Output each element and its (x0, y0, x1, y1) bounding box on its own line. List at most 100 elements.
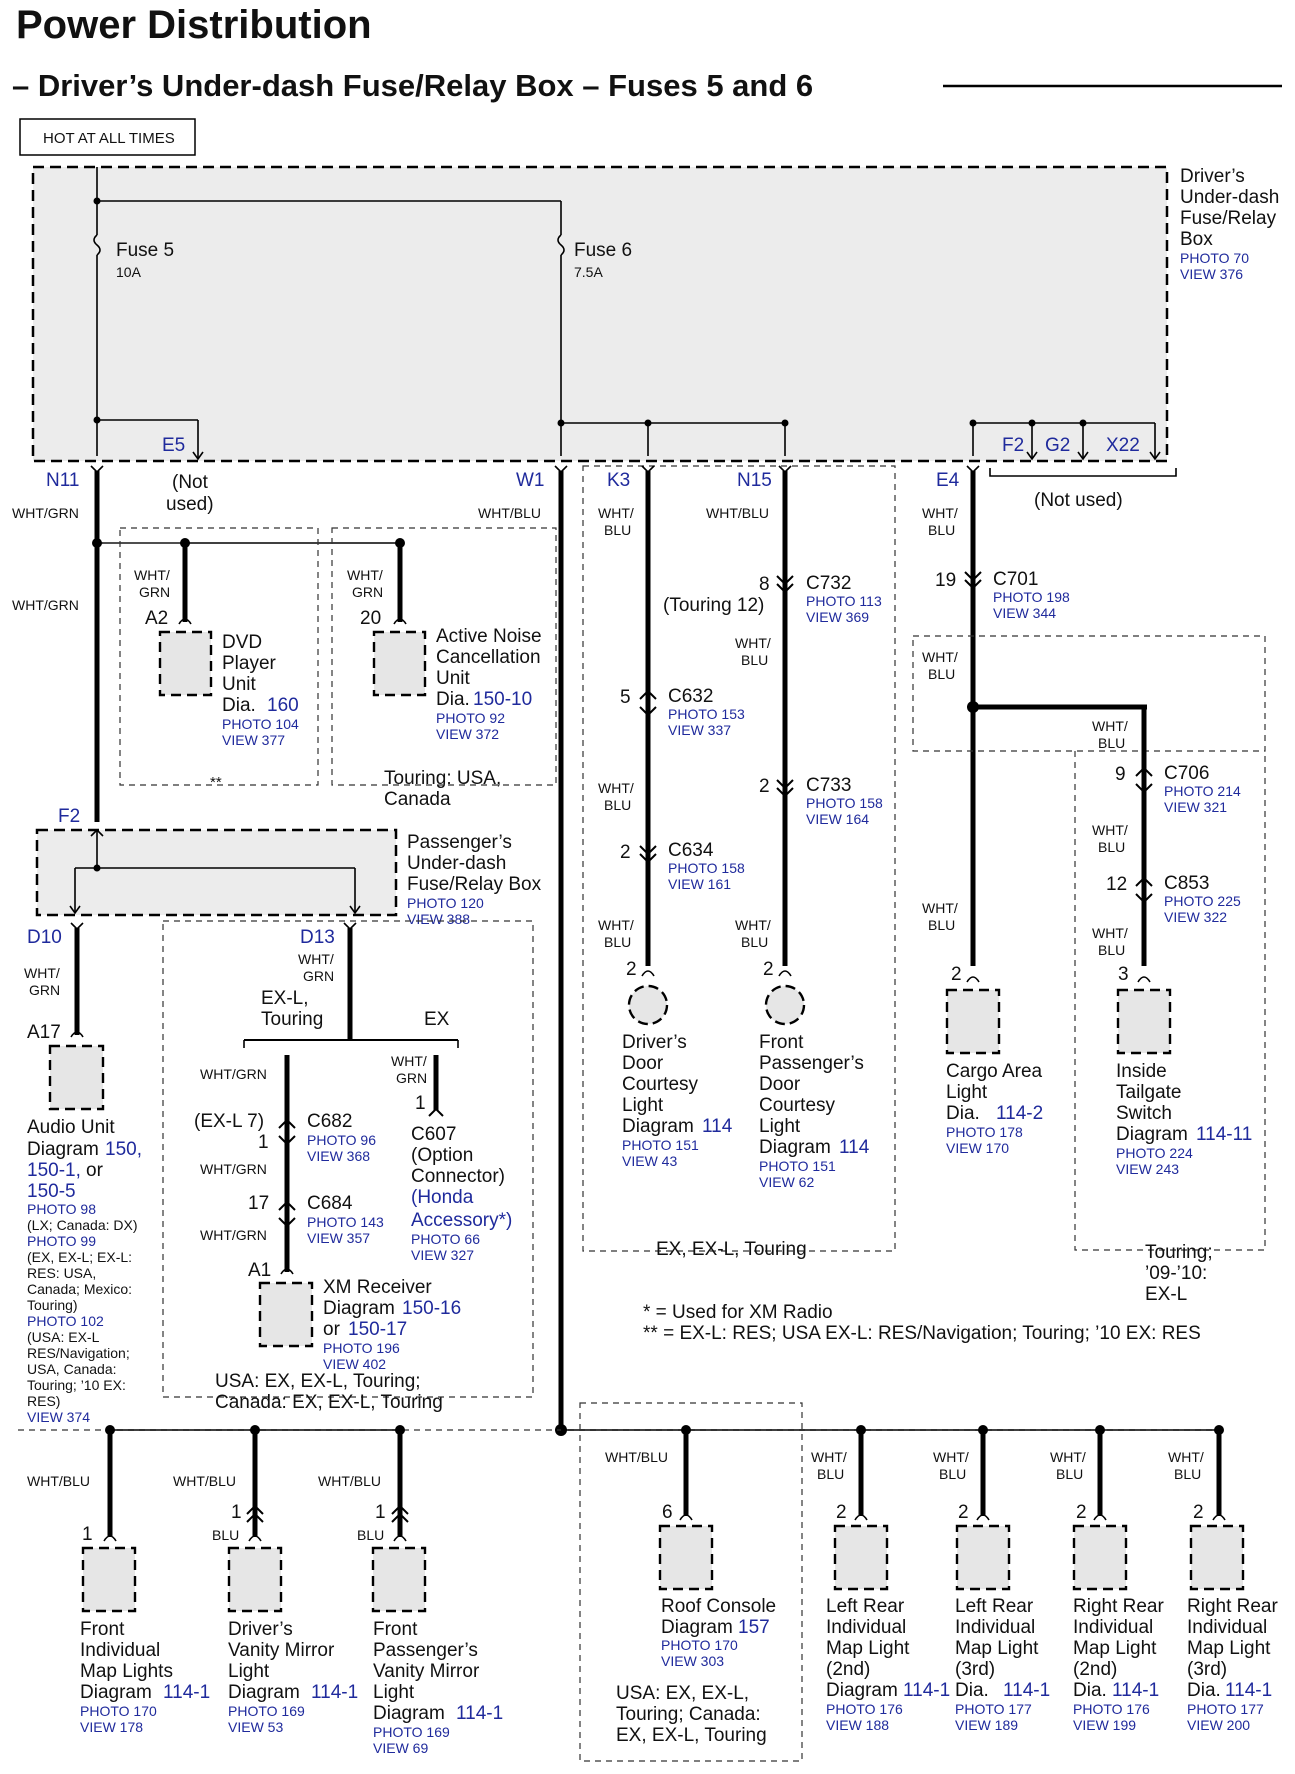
svg-text:C607: C607 (411, 1124, 456, 1145)
svg-text:Diagram: Diagram (661, 1617, 733, 1638)
svg-text:WHT/: WHT/ (134, 567, 170, 583)
svg-text:1: 1 (258, 1132, 269, 1153)
right-rear-map-light-3rd-load: WHT/ BLU 2 Right Rear Individual Map Lig… (1168, 1425, 1278, 1733)
c853-label: C853 (1164, 873, 1209, 894)
svg-text:Driver’s: Driver’s (1180, 166, 1245, 187)
terminal-e5: E5 (162, 435, 185, 456)
svg-text:160: 160 (267, 695, 299, 716)
svg-text:PHOTO 169: PHOTO 169 (373, 1724, 450, 1740)
svg-text:Dia.: Dia. (436, 689, 470, 710)
svg-text:PHOTO 113: PHOTO 113 (806, 593, 882, 609)
xm-option-note: USA: EX, EX-L, Touring;Canada: EX, EX-L,… (215, 1371, 443, 1413)
svg-text:Unit: Unit (222, 674, 257, 695)
svg-text:Light: Light (622, 1095, 664, 1116)
svg-text:114-1: 114-1 (1225, 1680, 1272, 1701)
hot-at-all-times-box (19, 118, 196, 156)
svg-text:Individual: Individual (826, 1617, 906, 1638)
passenger-box-terminal-f2: F2 (58, 806, 80, 827)
svg-text:VIEW 327: VIEW 327 (411, 1247, 474, 1263)
tailgate-option-note: Touring;’09-’10:EX-L (1145, 1242, 1213, 1305)
svg-text:Tailgate: Tailgate (1116, 1082, 1182, 1103)
front-individual-map-lights (81, 1546, 137, 1613)
audio-unit-label: Audio Unit Diagram 150, 150-1, or 150-5 … (27, 1117, 142, 1425)
svg-text:WHT/BLU: WHT/BLU (605, 1449, 668, 1465)
svg-text:Light: Light (759, 1116, 801, 1137)
svg-text:RES/Navigation;: RES/Navigation; (27, 1345, 130, 1361)
svg-text:2: 2 (763, 959, 774, 980)
svg-text:114-1: 114-1 (1003, 1680, 1050, 1701)
svg-text:PHOTO 225: PHOTO 225 (1164, 893, 1241, 909)
svg-text:VIEW 178: VIEW 178 (80, 1719, 143, 1735)
c682-label: C682 (307, 1111, 352, 1132)
svg-text:114-1: 114-1 (456, 1703, 503, 1724)
tailgate-option-frame (912, 635, 1266, 752)
svg-text:Left Rear: Left Rear (955, 1596, 1034, 1617)
svg-text:Connector): Connector) (411, 1166, 505, 1187)
svg-text:Individual: Individual (1073, 1617, 1153, 1638)
svg-text:BLU: BLU (357, 1527, 384, 1543)
svg-text:DVD: DVD (222, 632, 262, 653)
svg-text:PHOTO 176: PHOTO 176 (1073, 1701, 1150, 1717)
svg-text:VIEW 344: VIEW 344 (993, 605, 1056, 621)
svg-text:VIEW 377: VIEW 377 (222, 732, 285, 748)
svg-text:Driver’s: Driver’s (622, 1032, 687, 1053)
svg-text:Passenger’s: Passenger’s (759, 1053, 864, 1074)
svg-text:150-10: 150-10 (473, 689, 532, 710)
inside-tailgate-switch-label: Inside Tailgate Switch Diagram 114-11 PH… (1116, 1061, 1252, 1177)
xm-split-right: EX (424, 1009, 450, 1030)
svg-text:2: 2 (1193, 1502, 1204, 1523)
roof-console (658, 1524, 714, 1591)
svg-text:Front: Front (80, 1619, 125, 1640)
svg-text:WHT/GRN: WHT/GRN (12, 597, 79, 613)
svg-text:VIEW 376: VIEW 376 (1180, 266, 1243, 282)
svg-text:WHT/: WHT/ (922, 505, 958, 521)
svg-text:WHT/: WHT/ (298, 951, 334, 967)
svg-text:WHT/: WHT/ (735, 917, 771, 933)
svg-text:WHT/BLU: WHT/BLU (706, 505, 769, 521)
svg-text:Diagram: Diagram (1116, 1124, 1188, 1145)
svg-text:WHT/: WHT/ (735, 635, 771, 651)
terminal-g2: G2 (1045, 435, 1070, 456)
terminal-n15: N15 (737, 470, 772, 491)
c701-label: C701 (993, 569, 1038, 590)
svg-text:Diagram: Diagram (826, 1680, 898, 1701)
svg-text:Touring: USA,: Touring: USA, (384, 768, 501, 789)
left-rear-map-light-2nd-load: WHT/ BLU 2 Left Rear Individual Map Ligh… (811, 1425, 950, 1733)
svg-text:Box: Box (1180, 229, 1213, 250)
svg-text:2: 2 (951, 964, 962, 985)
svg-text:VIEW 189: VIEW 189 (955, 1717, 1018, 1733)
fuse-6-rating: 7.5A (574, 264, 603, 280)
c682-pin: (EX-L 7) (194, 1111, 264, 1132)
svg-text:Map Light: Map Light (1187, 1638, 1271, 1659)
fuse-5-rating: 10A (116, 264, 142, 280)
drivers-door-light-label: Driver’s Door Courtesy Light Diagram 114… (622, 1032, 733, 1169)
front-individual-map-lights-load: WHT/BLU 1 Front Individual Map Lights Di… (27, 1425, 210, 1735)
left-rear-individual-map-light-2nd (833, 1524, 889, 1591)
svg-text:PHOTO 170: PHOTO 170 (80, 1703, 157, 1719)
svg-text:Player: Player (222, 653, 277, 674)
svg-text:BLU: BLU (1098, 942, 1125, 958)
svg-text:WHT/: WHT/ (811, 1449, 847, 1465)
svg-text:Cargo Area: Cargo Area (946, 1061, 1043, 1082)
svg-text:1: 1 (415, 1093, 426, 1114)
svg-text:(3rd): (3rd) (1187, 1659, 1227, 1680)
svg-text:WHT/GRN: WHT/GRN (12, 505, 79, 521)
svg-text:PHOTO 153: PHOTO 153 (668, 706, 745, 722)
svg-text:WHT/: WHT/ (1092, 822, 1128, 838)
xm-receiver-pin: A1 (248, 1260, 271, 1281)
svg-text:WHT/: WHT/ (598, 780, 634, 796)
anc-label: Active Noise Cancellation Unit Dia. 150-… (384, 626, 542, 810)
svg-text:PHOTO 151: PHOTO 151 (622, 1137, 699, 1153)
svg-text:VIEW 43: VIEW 43 (622, 1153, 677, 1169)
svg-text:Diagram: Diagram (373, 1703, 445, 1724)
page-subtitle: – Driver’s Under-dash Fuse/Relay Box – F… (12, 68, 813, 103)
svg-text:(Honda: (Honda (411, 1187, 474, 1208)
svg-text:Under-dash: Under-dash (407, 853, 506, 874)
svg-text:WHT/GRN: WHT/GRN (200, 1066, 267, 1082)
svg-text:VIEW 53: VIEW 53 (228, 1719, 283, 1735)
svg-text:PHOTO 98: PHOTO 98 (27, 1201, 96, 1217)
svg-text:3: 3 (1118, 964, 1129, 985)
passenger-fuse-box (35, 828, 398, 917)
svg-text:PHOTO 177: PHOTO 177 (1187, 1701, 1264, 1717)
